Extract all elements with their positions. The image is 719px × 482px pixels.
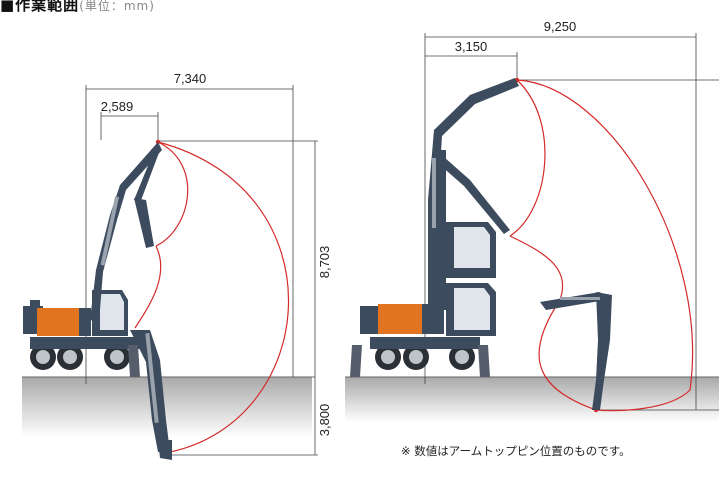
- left-reach-curves: [134, 141, 290, 453]
- left-dim-width: 7,340: [174, 71, 207, 86]
- left-figure: 7,340 2,589 8,703 3,800: [22, 71, 332, 460]
- right-dimension-lines: [424, 33, 719, 411]
- right-dim-width: 9,250: [544, 19, 577, 34]
- right-ground: [345, 377, 719, 422]
- left-dim-height-above: 8,703: [317, 246, 332, 279]
- left-dim-offset: 2,589: [101, 99, 134, 114]
- right-wheels: [375, 344, 475, 370]
- right-dim-offset: 3,150: [455, 39, 488, 54]
- left-excavator: [23, 142, 172, 460]
- left-dimension-lines: [85, 85, 318, 456]
- title-text: ■作業範囲: [0, 0, 80, 14]
- left-dim-depth-below: 3,800: [317, 404, 332, 437]
- footnote: ※ 数値はアームトップピン位置のものです。: [401, 444, 631, 458]
- left-wheels: [30, 344, 130, 370]
- right-excavator: [350, 78, 612, 410]
- right-figure: 9,250 3,150: [345, 19, 719, 422]
- page-title: ■作業範囲(単位：mm): [0, 0, 155, 15]
- right-reach-curves: [509, 79, 694, 412]
- title-unit: (単位：mm): [79, 0, 155, 13]
